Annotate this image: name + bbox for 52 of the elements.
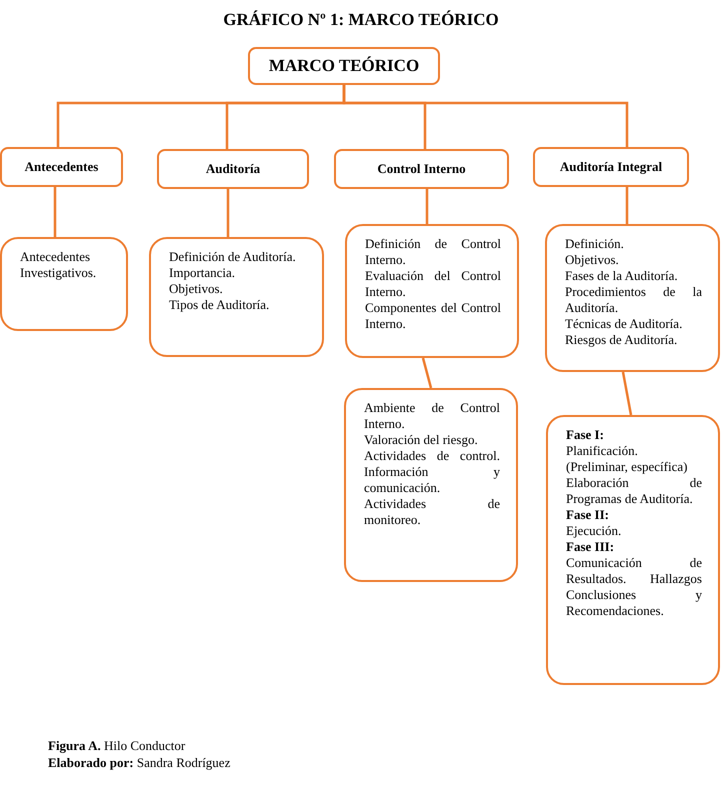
connector-line (342, 85, 628, 147)
heading-text: Auditoría Integral (560, 159, 662, 175)
list-item: Definición. (565, 236, 625, 252)
heading-box (334, 149, 509, 189)
list-item: Tipos de Auditoría. (169, 297, 270, 313)
connector-line (622, 372, 632, 416)
list-item: Componentes del Control Interno. (365, 300, 501, 332)
figure-note: Elaborado por: Sandra Rodríguez (48, 755, 230, 771)
heading-box (157, 149, 309, 189)
list-item: Definición de Auditoría. (169, 249, 297, 265)
list-item: Antecedentes Investigativos. (20, 249, 98, 281)
list-item: Ejecución. (566, 523, 622, 539)
diagram-title: GRÁFICO Nº 1: MARCO TEÓRICO (222, 10, 500, 30)
topic-list-box (0, 237, 128, 331)
list-item: Procedimientos de la Auditoría. (565, 284, 702, 316)
heading-text: Antecedentes (24, 159, 98, 175)
list-item: Valoración del riesgo. (364, 432, 479, 448)
list-item: Fases de la Auditoría. (565, 268, 679, 284)
list-item: Ambiente de Control Interno. (364, 400, 500, 432)
connector-line (626, 187, 628, 224)
heading-box (248, 47, 440, 85)
connector-line (54, 187, 56, 237)
topic-list-box (545, 224, 720, 372)
list-item: Definición de Control Interno. (365, 236, 501, 268)
list-item: Fase I: (566, 427, 605, 443)
list-item: (Preliminar, específica) (566, 459, 688, 475)
list-item: Evaluación del Control Interno. (365, 268, 501, 300)
list-item: Fase III: (566, 539, 616, 555)
list-item: Actividades de monitoreo. (364, 496, 500, 528)
list-item: Técnicas de Auditoría. (565, 316, 684, 332)
list-item: Riesgos de Auditoría. (565, 332, 678, 348)
figure-note: Figura A. Hilo Conductor (48, 738, 186, 754)
heading-box (0, 147, 123, 187)
list-item: Actividades de control. Información y comunicación. (364, 448, 500, 496)
connector-line (426, 189, 428, 224)
heading-text: Auditoría (206, 161, 260, 177)
list-item: Objetivos. (565, 252, 620, 268)
heading-text: Control Interno (377, 161, 466, 177)
heading-box (533, 147, 689, 187)
list-item: Elaboración de Programas de Auditoría. (566, 475, 702, 507)
heading-text: MARCO TEÓRICO (268, 56, 420, 76)
list-item: Importancia. (169, 265, 236, 281)
topic-list-box (149, 237, 324, 357)
list-item: Comunicación de Resultados. Hallazgos Conclusiones y Recomendaciones. (566, 555, 702, 619)
connector-line (226, 189, 230, 237)
list-item: Planificación. (566, 443, 639, 459)
list-item: Fase II: (566, 507, 610, 523)
topic-list-box (344, 388, 518, 582)
connector-line (422, 358, 432, 388)
list-item: Objetivos. (169, 281, 224, 297)
topic-list-box (345, 224, 519, 358)
topic-list-box (546, 415, 720, 685)
